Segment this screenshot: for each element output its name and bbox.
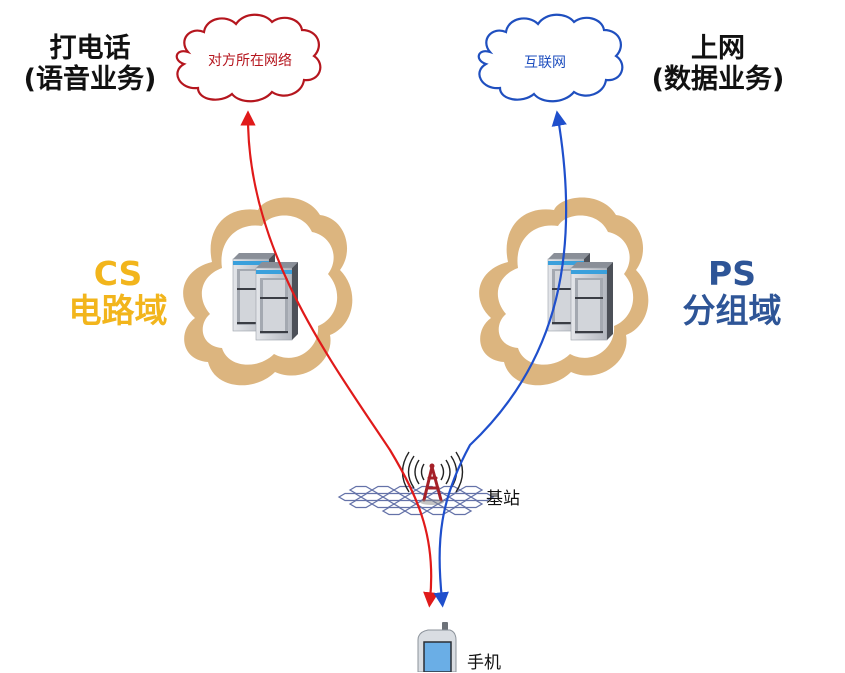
voice-service-subtitle: (语音业务) [23, 64, 157, 96]
hex-cell [403, 506, 429, 516]
internet-label: 互联网 [524, 55, 566, 71]
data-service-subtitle: (数据业务) [651, 64, 785, 96]
data-service-path [433, 110, 568, 608]
data-service-title: 上网 [691, 33, 745, 64]
hex-cell [381, 506, 407, 516]
cs-domain-label: CS 电路域 [48, 254, 188, 330]
data-service-label: 上网 (数据业务) [638, 33, 798, 95]
hex-cell [392, 499, 418, 509]
ps-domain-label: PS 分组域 [662, 254, 802, 330]
ps-domain-abbr: PS [708, 254, 756, 293]
mobile-phone-icon [417, 622, 457, 672]
hex-cell [370, 485, 396, 495]
base-station-label: 基站 [486, 489, 520, 509]
cs-domain-name: 电路域 [68, 290, 168, 330]
hex-cell [458, 485, 484, 495]
hex-cell [447, 492, 473, 502]
internet-cloud [477, 13, 624, 103]
voice-service-title: 打电话 [49, 33, 131, 64]
voice-service-label: 打电话 (语音业务) [10, 33, 170, 95]
hex-cell [337, 492, 363, 502]
hex-cell [348, 499, 374, 509]
hex-cell [359, 492, 385, 502]
voice-call-path [240, 110, 439, 608]
hex-cell [370, 499, 396, 509]
hex-cell [381, 492, 407, 502]
hex-cell [348, 485, 374, 495]
cs-domain-abbr: CS [93, 254, 143, 293]
hex-cell [447, 506, 473, 516]
handset-label: 手机 [467, 653, 501, 673]
hex-cell [458, 499, 484, 509]
target-network-cloud [175, 13, 322, 103]
ps-domain-name: 分组域 [682, 290, 782, 330]
cs-server-icon [232, 252, 299, 341]
target-network-label: 对方所在网络 [208, 53, 292, 69]
